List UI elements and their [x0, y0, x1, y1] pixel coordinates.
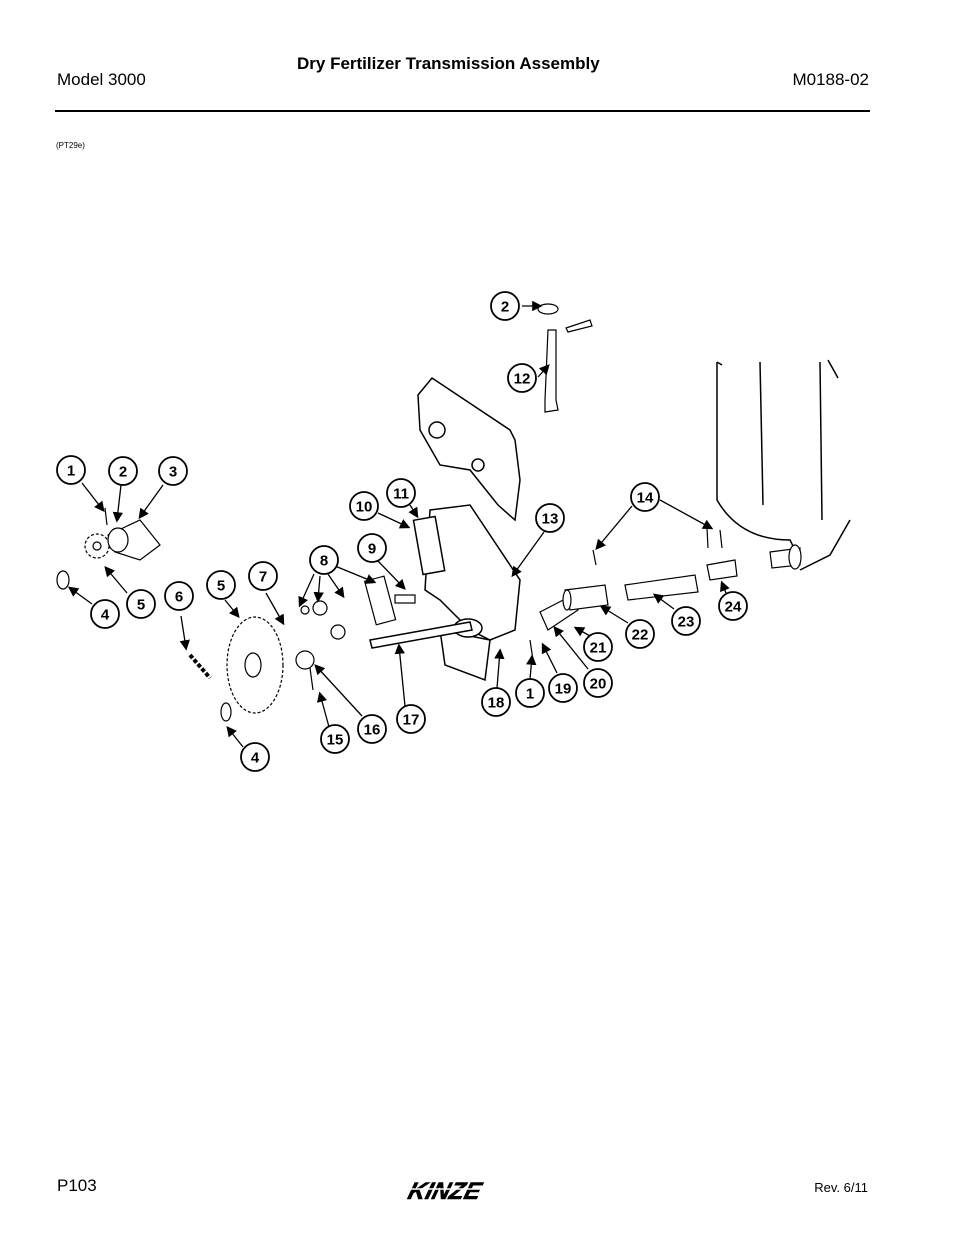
svg-text:23: 23 — [678, 614, 695, 631]
callout: 19 — [548, 673, 578, 703]
coupler-parts — [539, 544, 802, 631]
svg-text:2: 2 — [501, 299, 509, 316]
rod-assembly — [537, 303, 593, 413]
callout: 5 — [126, 589, 156, 619]
callout: 14 — [630, 482, 660, 512]
idler-parts — [295, 575, 416, 670]
svg-text:5: 5 — [217, 578, 225, 595]
svg-text:1: 1 — [67, 463, 75, 480]
callout: 13 — [535, 503, 565, 533]
svg-text:11: 11 — [393, 486, 409, 503]
callout: 4 — [90, 599, 120, 629]
callout: 5 — [206, 570, 236, 600]
callout: 20 — [583, 668, 613, 698]
svg-text:13: 13 — [542, 511, 559, 528]
callout: 10 — [349, 491, 379, 521]
header-rule — [55, 110, 870, 112]
transmission-bracket — [412, 504, 521, 682]
svg-text:15: 15 — [327, 732, 344, 749]
svg-text:4: 4 — [101, 607, 110, 624]
svg-text:3: 3 — [169, 464, 177, 481]
svg-text:7: 7 — [259, 569, 267, 586]
svg-text:18: 18 — [488, 695, 505, 712]
svg-text:5: 5 — [137, 597, 145, 614]
svg-text:10: 10 — [356, 499, 373, 516]
large-sprocket — [226, 616, 284, 714]
svg-text:21: 21 — [590, 640, 607, 657]
callout: 8 — [309, 545, 339, 575]
model-label: Model 3000 — [57, 70, 146, 89]
callout: 6 — [164, 581, 194, 611]
svg-text:20: 20 — [590, 676, 607, 693]
svg-text:14: 14 — [637, 490, 654, 507]
svg-text:22: 22 — [632, 627, 649, 644]
callout: 4 — [240, 742, 270, 772]
svg-text:4: 4 — [251, 750, 260, 767]
hopper-outline — [716, 359, 851, 571]
page-number: P103 — [57, 1176, 97, 1195]
svg-text:24: 24 — [725, 599, 742, 616]
callout: 24 — [718, 591, 748, 621]
callout: 23 — [671, 606, 701, 636]
callout: 22 — [625, 619, 655, 649]
drive-shaft — [369, 621, 473, 649]
svg-text:9: 9 — [368, 541, 376, 558]
kinze-logo: KINZE — [400, 1176, 530, 1205]
callout: 12 — [507, 363, 537, 393]
leader-arrows — [67, 300, 730, 748]
svg-text:2: 2 — [119, 464, 127, 481]
callout: 3 — [158, 456, 188, 486]
callout: 2 — [490, 291, 520, 321]
clips-and-pins — [56, 507, 723, 722]
revision-date: Rev. 6/11 — [814, 1180, 868, 1195]
svg-text:19: 19 — [555, 681, 572, 698]
figure-reference: (PT29e) — [56, 141, 85, 150]
callout: 7 — [248, 561, 278, 591]
document-code: M0188-02 — [792, 70, 869, 89]
page-title: Dry Fertilizer Transmission Assembly — [297, 54, 600, 73]
callout: 2 — [108, 456, 138, 486]
mounting-plate — [417, 376, 521, 522]
small-sprocket — [84, 519, 161, 561]
callout: 11 — [386, 478, 416, 508]
callout: 1 — [56, 455, 86, 485]
callout: 17 — [396, 704, 426, 734]
svg-text:KINZE: KINZE — [405, 1178, 485, 1205]
svg-text:16: 16 — [364, 722, 381, 739]
svg-text:6: 6 — [175, 589, 183, 606]
callout: 16 — [357, 714, 387, 744]
callout: 18 — [481, 687, 511, 717]
svg-text:12: 12 — [514, 371, 531, 388]
svg-text:1: 1 — [526, 686, 534, 703]
callout: 9 — [357, 533, 387, 563]
svg-text:17: 17 — [403, 712, 420, 729]
callout: 1 — [515, 678, 545, 708]
svg-text:8: 8 — [320, 553, 328, 570]
callout: 21 — [583, 632, 613, 662]
callout: 15 — [320, 724, 350, 754]
